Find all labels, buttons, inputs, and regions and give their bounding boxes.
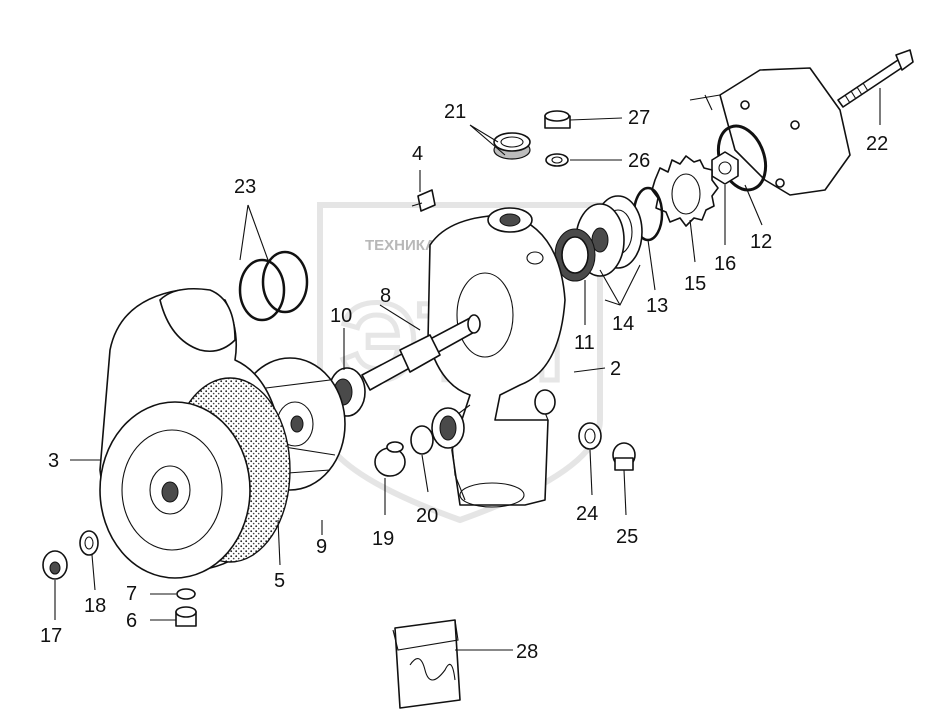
callout-19: 19 <box>372 528 394 550</box>
part-20-washer <box>410 425 434 455</box>
callout-labels: 2 3 4 5 6 7 8 9 10 11 12 13 14 15 16 17 … <box>40 101 888 663</box>
callout-3: 3 <box>48 450 59 472</box>
part-25-plug <box>612 442 636 471</box>
callout-15: 15 <box>684 273 706 295</box>
callout-13: 13 <box>646 295 668 317</box>
part-23-rings <box>238 250 309 322</box>
part-28-repair-kit <box>392 619 461 709</box>
callout-21: 21 <box>444 101 466 123</box>
leader-lines <box>54 88 881 651</box>
part-19-plug <box>374 441 406 477</box>
callout-6: 6 <box>126 610 137 632</box>
part-cover-plate <box>689 67 851 196</box>
part-22-bolt <box>837 49 914 108</box>
part-7-washer <box>176 588 196 600</box>
part-4-bolt <box>411 189 436 212</box>
callout-18: 18 <box>84 595 106 617</box>
callout-22: 22 <box>866 133 888 155</box>
part-18-washer <box>79 530 99 556</box>
part-8-shaft <box>361 314 481 391</box>
callout-16: 16 <box>714 253 736 275</box>
part-6-plug <box>175 606 197 627</box>
callout-9: 9 <box>316 536 327 558</box>
callout-10: 10 <box>330 305 352 327</box>
callout-2: 2 <box>610 358 621 380</box>
callout-27: 27 <box>628 107 650 129</box>
part-11-seal <box>554 228 596 282</box>
callout-28: 28 <box>516 641 538 663</box>
part-15-gear <box>651 155 719 227</box>
part-16-nut <box>711 151 739 185</box>
callout-23: 23 <box>234 176 256 198</box>
callout-8: 8 <box>380 285 391 307</box>
part-26-washer <box>545 153 569 167</box>
callout-5: 5 <box>274 570 285 592</box>
part-2-housing <box>427 207 566 508</box>
callout-25: 25 <box>616 526 638 548</box>
callout-26: 26 <box>628 150 650 172</box>
callout-24: 24 <box>576 503 598 525</box>
part-3-volute <box>99 287 291 579</box>
callout-7: 7 <box>126 583 137 605</box>
callout-20: 20 <box>416 505 438 527</box>
callout-11: 11 <box>574 332 595 354</box>
callout-4: 4 <box>412 143 423 165</box>
part-17-plug <box>42 550 68 580</box>
part-27-plug <box>544 110 571 129</box>
part-24-washer <box>578 422 602 450</box>
part-21-sleeve <box>493 132 531 160</box>
callout-14: 14 <box>612 313 634 335</box>
callout-12: 12 <box>750 231 772 253</box>
callout-17: 17 <box>40 625 62 647</box>
